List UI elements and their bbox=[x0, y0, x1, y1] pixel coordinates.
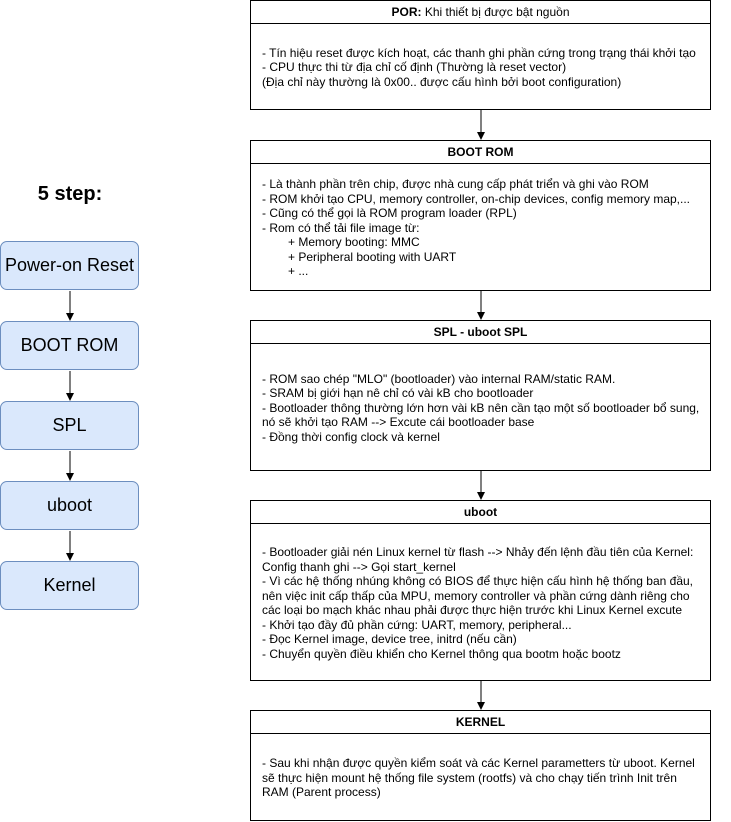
bootrom-sub-line: + Memory booting: MMC bbox=[288, 235, 420, 250]
bootrom-box-title: BOOT ROM bbox=[251, 141, 710, 164]
spl-box-title: SPL - uboot SPL bbox=[251, 321, 710, 344]
step-power-on-reset[interactable]: Power-on Reset bbox=[0, 241, 139, 290]
kernel-box-body: - Sau khi nhận được quyền kiểm soát và c… bbox=[251, 734, 710, 822]
por-box-body: - Tín hiệu reset được kích hoạt, các tha… bbox=[251, 24, 710, 111]
bootrom-line: - ROM khởi tạo CPU, memory controller, o… bbox=[262, 191, 691, 206]
spl-line: - SRAM bị giới hạn nê chỉ có vài kB cho … bbox=[262, 386, 534, 401]
uboot-line: - Khởi tạo đầy đủ phần cứng: UART, memor… bbox=[262, 617, 572, 632]
bootrom-box-body: - Là thành phần trên chip, được nhà cung… bbox=[251, 164, 710, 292]
spl-box: SPL - uboot SPL - ROM sao chép "MLO" (bo… bbox=[250, 320, 711, 471]
spl-line: - Bootloader thông thường lớn hơn vài kB… bbox=[262, 400, 703, 430]
uboot-line: - Bootloader giải nén Linux kernel từ fl… bbox=[262, 545, 697, 574]
spl-box-body: - ROM sao chép "MLO" (bootloader) vào in… bbox=[251, 344, 710, 472]
por-line: - Tín hiệu reset được kích hoạt, các tha… bbox=[262, 45, 696, 60]
step-spl[interactable]: SPL bbox=[0, 401, 139, 450]
por-box: POR: Khi thiết bị được bật nguồn - Tín h… bbox=[250, 0, 711, 110]
bootrom-line: - Cũng có thể gọi là ROM program loader … bbox=[262, 206, 517, 221]
bootrom-sub-line: + Peripheral booting with UART bbox=[288, 249, 457, 264]
uboot-box: uboot - Bootloader giải nén Linux kernel… bbox=[250, 500, 711, 681]
bootrom-title: BOOT ROM bbox=[447, 145, 514, 159]
uboot-box-body: - Bootloader giải nén Linux kernel từ fl… bbox=[251, 524, 710, 682]
bootrom-box: BOOT ROM - Là thành phần trên chip, được… bbox=[250, 140, 711, 291]
uboot-line: - Chuyển quyền điều khiển cho Kernel thô… bbox=[262, 646, 621, 661]
spl-line: - Đồng thời config clock và kernel bbox=[262, 429, 440, 444]
spl-line: - ROM sao chép "MLO" (bootloader) vào in… bbox=[262, 371, 616, 386]
por-line: (Địa chỉ này thường là 0x00.. được cấu h… bbox=[262, 74, 622, 89]
uboot-line: - Vì các hệ thống nhúng không có BIOS để… bbox=[262, 574, 697, 617]
por-title-rest: Khi thiết bị được bật nguồn bbox=[421, 5, 570, 19]
uboot-title: uboot bbox=[463, 505, 498, 519]
kernel-line: - Sau khi nhận được quyền kiểm soát và c… bbox=[262, 756, 699, 800]
step-kernel[interactable]: Kernel bbox=[0, 561, 139, 610]
spl-title: SPL - uboot SPL bbox=[433, 325, 528, 339]
steps-title: 5 step: bbox=[37, 183, 103, 205]
kernel-box-title: KERNEL bbox=[251, 711, 710, 734]
por-line: - CPU thực thi từ địa chỉ cố định (Thườn… bbox=[262, 60, 567, 75]
step-uboot[interactable]: uboot bbox=[0, 481, 139, 530]
por-box-title: POR: Khi thiết bị được bật nguồn bbox=[251, 1, 710, 24]
kernel-box: KERNEL - Sau khi nhận được quyền kiểm so… bbox=[250, 710, 711, 821]
step-boot-rom[interactable]: BOOT ROM bbox=[0, 321, 139, 370]
bootrom-line: - Rom có thể tải file image từ: bbox=[262, 220, 420, 235]
kernel-title: KERNEL bbox=[455, 715, 506, 729]
bootrom-sub-line: + ... bbox=[288, 264, 309, 279]
uboot-box-title: uboot bbox=[251, 501, 710, 524]
uboot-line: - Đọc Kernel image, device tree, initrd … bbox=[262, 632, 517, 646]
por-title-bold: POR: bbox=[391, 5, 422, 19]
bootrom-line: - Là thành phần trên chip, được nhà cung… bbox=[262, 177, 649, 192]
